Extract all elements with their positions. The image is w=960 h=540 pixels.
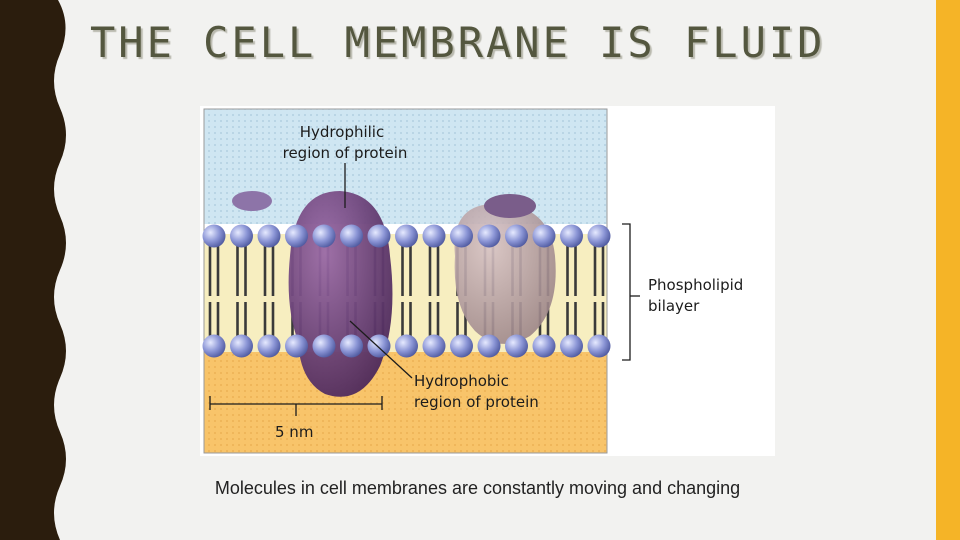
phospholipid-head	[340, 334, 363, 358]
phospholipid-head	[395, 334, 418, 358]
phospholipid-head	[477, 224, 501, 248]
phospholipid-head	[230, 334, 253, 358]
phospholipid-head	[450, 224, 473, 248]
cytoplasm-region	[204, 351, 607, 453]
phospholipid-head	[367, 334, 391, 358]
small-surface-protein	[232, 191, 272, 211]
scale-label: 5 nm	[275, 423, 313, 441]
phospholipid-head	[202, 334, 226, 358]
hydrophobic-label-line2: region of protein	[414, 393, 539, 411]
slide-caption: Molecules in cell membranes are constant…	[214, 478, 741, 498]
phospholipid-head	[450, 334, 473, 358]
phospholipid-head	[422, 224, 446, 248]
hydrophilic-label-line2: region of protein	[283, 144, 408, 162]
purple-protein	[288, 191, 393, 397]
slide-title: THE CELL MEMBRANE IS FLUID	[90, 18, 826, 67]
cell-membrane-diagram: Hydrophilic region of protein Phospholip…	[200, 106, 775, 456]
phospholipid-head	[285, 224, 308, 248]
phospholipid-heads-top	[202, 224, 611, 248]
phospholipid-head	[532, 334, 556, 358]
phospholipid-head	[340, 224, 363, 248]
phospholipid-head	[505, 334, 528, 358]
phospholipid-head	[285, 334, 308, 358]
phospholipid-head	[312, 334, 336, 358]
wavy-left-border	[0, 0, 66, 540]
hydrophilic-label-line1: Hydrophilic	[300, 123, 384, 141]
extracellular-region	[204, 109, 607, 224]
phospholipid-head	[587, 334, 611, 358]
phospholipid-head	[395, 224, 418, 248]
phospholipid-head	[532, 224, 556, 248]
phospholipid-head	[202, 224, 226, 248]
phospholipid-head	[587, 224, 611, 248]
phospholipid-head	[312, 224, 336, 248]
phospholipid-head	[367, 224, 391, 248]
phospholipid-head	[477, 334, 501, 358]
bilayer-label-line2: bilayer	[648, 297, 700, 315]
phospholipid-heads-bottom	[202, 334, 611, 358]
phospholipid-head	[505, 224, 528, 248]
bilayer-label-line1: Phospholipid	[648, 276, 743, 294]
phospholipid-head	[230, 224, 253, 248]
right-accent-bar	[936, 0, 960, 540]
phospholipid-head	[422, 334, 446, 358]
phospholipid-head	[560, 224, 583, 248]
hydrophobic-label-line1: Hydrophobic	[414, 372, 509, 390]
phospholipid-head	[560, 334, 583, 358]
phospholipid-head	[257, 224, 281, 248]
phospholipid-head	[257, 334, 281, 358]
